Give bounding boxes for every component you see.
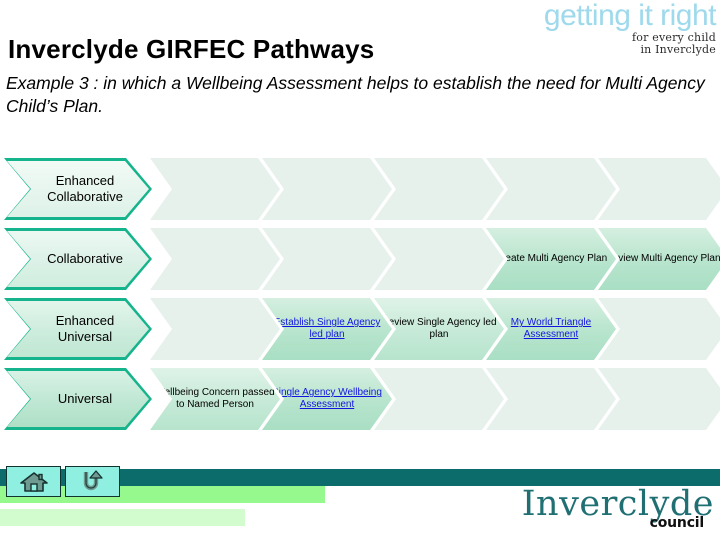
- pathway-row-enhanced-universal: Establish Single Agency led plan Review …: [0, 298, 720, 360]
- pathway-row-enhanced-collaborative: Enhanced Collaborative: [0, 158, 720, 220]
- label-line-1: Enhanced: [55, 172, 115, 188]
- label-line-1: Universal: [57, 390, 113, 406]
- pathway-cell: [598, 368, 720, 430]
- back-button[interactable]: [65, 466, 120, 497]
- footer-bar-teal: [0, 469, 720, 486]
- pathway-label-text: Collaborative: [33, 251, 123, 267]
- pathway-cell: [374, 228, 504, 290]
- pathway-label-text: Universal: [44, 391, 112, 407]
- pathway-cell-wellbeing-concern-passed-to-named-person[interactable]: Wellbeing Concern passed to Named Person: [150, 368, 280, 430]
- girfec-logo-sub1: for every child: [632, 31, 716, 44]
- page-header: getting it right for every child in Inve…: [0, 0, 720, 140]
- pathway-cell: [262, 158, 392, 220]
- pathway-cell: [486, 368, 616, 430]
- girfec-logo: getting it right for every child in Inve…: [518, 0, 717, 61]
- pathway-label-enhanced-universal: Enhanced Universal: [4, 298, 152, 360]
- pathway-matrix: Enhanced Collaborative Create Multi Agen…: [0, 158, 720, 444]
- pathway-label-enhanced-collaborative: Enhanced Collaborative: [4, 158, 152, 220]
- pathway-cell: [262, 228, 392, 290]
- pathway-row-universal: Wellbeing Concern passed to Named Person…: [0, 368, 720, 430]
- pathway-cell: [486, 158, 616, 220]
- pathway-cell-review-multi-agency-plan[interactable]: Review Multi Agency Plan: [598, 228, 720, 290]
- footer-nav: [3, 466, 243, 498]
- page-title: Inverclyde GIRFEC Pathways: [8, 34, 375, 64]
- girfec-logo-sub2: in Inverclyde: [640, 43, 716, 56]
- inverclyde-council-logo: Inverclyde council: [509, 487, 714, 535]
- pathway-cell-review-single-agency-led-plan[interactable]: Review Single Agency led plan: [374, 298, 504, 360]
- pathway-cell: [150, 298, 280, 360]
- pathway-label-collaborative: Collaborative: [4, 228, 152, 290]
- return-arrow-icon: [83, 469, 103, 490]
- pathway-cell-my-world-triangle-assessment[interactable]: My World Triangle Assessment: [486, 298, 616, 360]
- pathway-cell: [598, 158, 720, 220]
- label-line-1: Collaborative: [47, 250, 123, 266]
- footer-bar-pale-green: [0, 509, 245, 526]
- pathway-cell: [150, 228, 280, 290]
- pathway-row-collaborative: Create Multi Agency Plan Review Multi Ag…: [0, 228, 720, 290]
- pathway-cell: [150, 158, 280, 220]
- pathway-cell-establish-single-agency-led-plan[interactable]: Establish Single Agency led plan: [262, 298, 392, 360]
- pathway-cell: [598, 298, 720, 360]
- label-line-2: Collaborative: [47, 189, 123, 204]
- pathway-label-text: Enhanced Collaborative: [33, 173, 123, 206]
- page-subtitle: Example 3 : in which a Wellbeing Assessm…: [6, 73, 705, 117]
- label-line-1: Enhanced: [55, 312, 115, 328]
- pathway-cell-single-agency-wellbeing-assessment[interactable]: Single Agency Wellbeing Assessment: [262, 368, 392, 430]
- girfec-logo-main: getting it right: [543, 0, 717, 32]
- pathway-cell: [374, 158, 504, 220]
- label-line-2: Universal: [57, 329, 113, 344]
- pathway-label-text: Enhanced Universal: [42, 313, 115, 346]
- council-logo-main: Inverclyde: [521, 484, 714, 524]
- pathway-cell: [374, 368, 504, 430]
- council-logo-sub: council: [649, 515, 705, 531]
- pathway-cell-create-multi-agency-plan[interactable]: Create Multi Agency Plan: [486, 228, 616, 290]
- pathway-label-universal: Universal: [4, 368, 152, 430]
- home-icon: [19, 471, 48, 492]
- home-button[interactable]: [6, 466, 61, 497]
